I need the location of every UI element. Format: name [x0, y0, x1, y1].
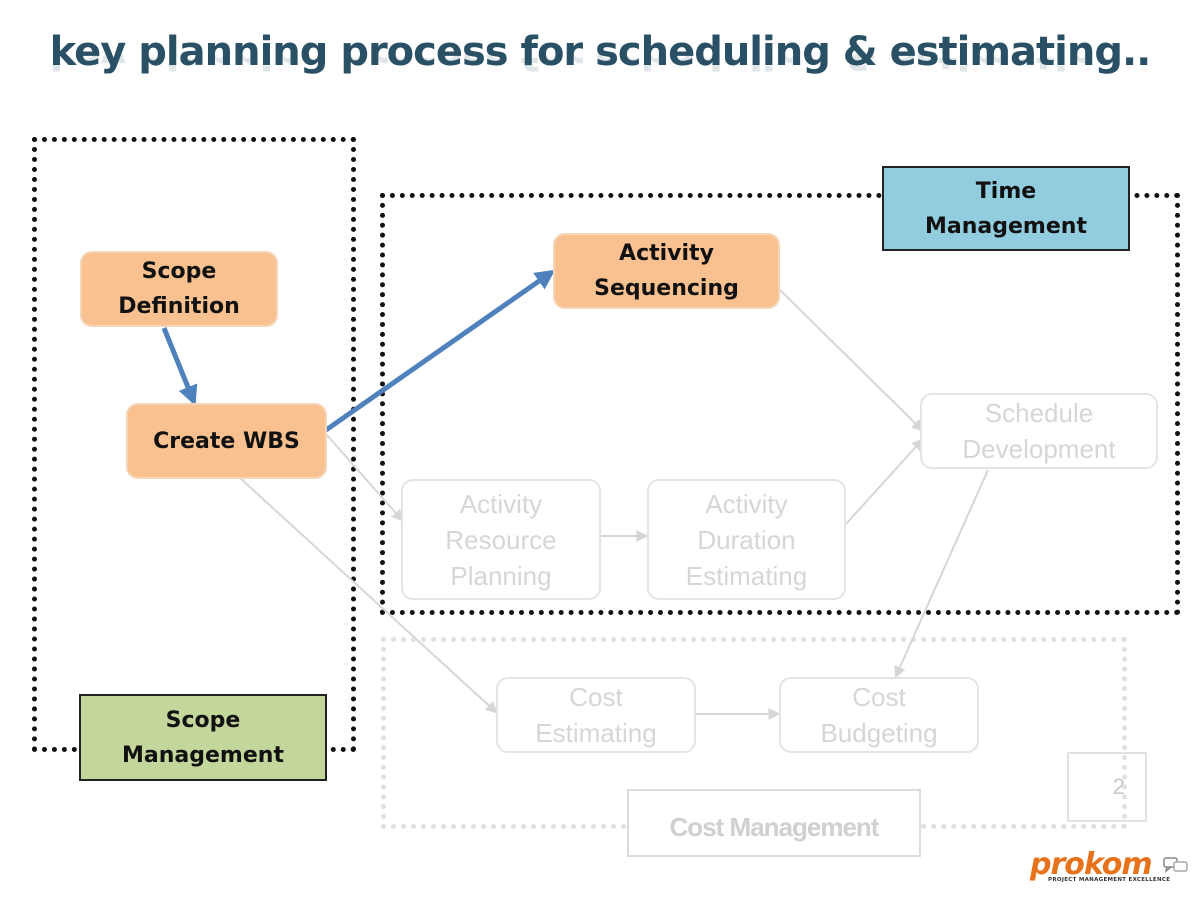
slide-title: key planning process for scheduling & es…	[49, 29, 1152, 75]
process-activity-resource-planning-label: Activity Resource Planning	[445, 488, 557, 591]
scope-management-label-text: Scope Management	[122, 707, 284, 768]
time-management-label: Time Management	[882, 166, 1130, 251]
process-scope-definition-label: Scope Definition	[118, 259, 240, 319]
title-reflection: key planning process for scheduling & es…	[49, 52, 1151, 77]
logo-wordmark: prokom	[1030, 847, 1153, 882]
page-number-text: 2	[1112, 774, 1125, 799]
page-number: 2	[1067, 752, 1147, 822]
prokom-logo: prokom PROJECT MANAGEMENT EXCELLENCE	[1030, 848, 1195, 888]
process-cost-budgeting-label: Cost Budgeting	[820, 682, 938, 748]
title-container: key planning process for scheduling & es…	[0, 28, 1200, 76]
process-cost-estimating[interactable]: Cost Estimating	[496, 677, 696, 753]
cost-management-label-text: Cost Management	[669, 811, 880, 842]
cost-management-label: Cost Management	[627, 789, 921, 857]
chat-bubbles-icon	[1163, 857, 1188, 873]
logo-tagline: PROJECT MANAGEMENT EXCELLENCE	[1048, 877, 1171, 883]
process-scope-definition[interactable]: Scope Definition	[80, 251, 278, 327]
process-activity-duration-estimating-label: Activity Duration Estimating	[685, 488, 808, 591]
process-schedule-development-label: Schedule Development	[962, 398, 1116, 464]
scope-management-label: Scope Management	[79, 694, 327, 781]
time-management-label-text: Time Management	[925, 178, 1087, 239]
process-activity-resource-planning[interactable]: Activity Resource Planning	[401, 479, 601, 600]
process-activity-sequencing-label: Activity Sequencing	[594, 241, 739, 301]
process-cost-budgeting[interactable]: Cost Budgeting	[779, 677, 979, 753]
process-activity-sequencing[interactable]: Activity Sequencing	[553, 233, 780, 309]
process-cost-estimating-label: Cost Estimating	[535, 682, 657, 748]
process-activity-duration-estimating[interactable]: Activity Duration Estimating	[647, 479, 846, 600]
process-schedule-development[interactable]: Schedule Development	[920, 393, 1158, 469]
process-create-wbs[interactable]: Create WBS	[126, 403, 327, 479]
process-create-wbs-label: Create WBS	[153, 428, 300, 454]
